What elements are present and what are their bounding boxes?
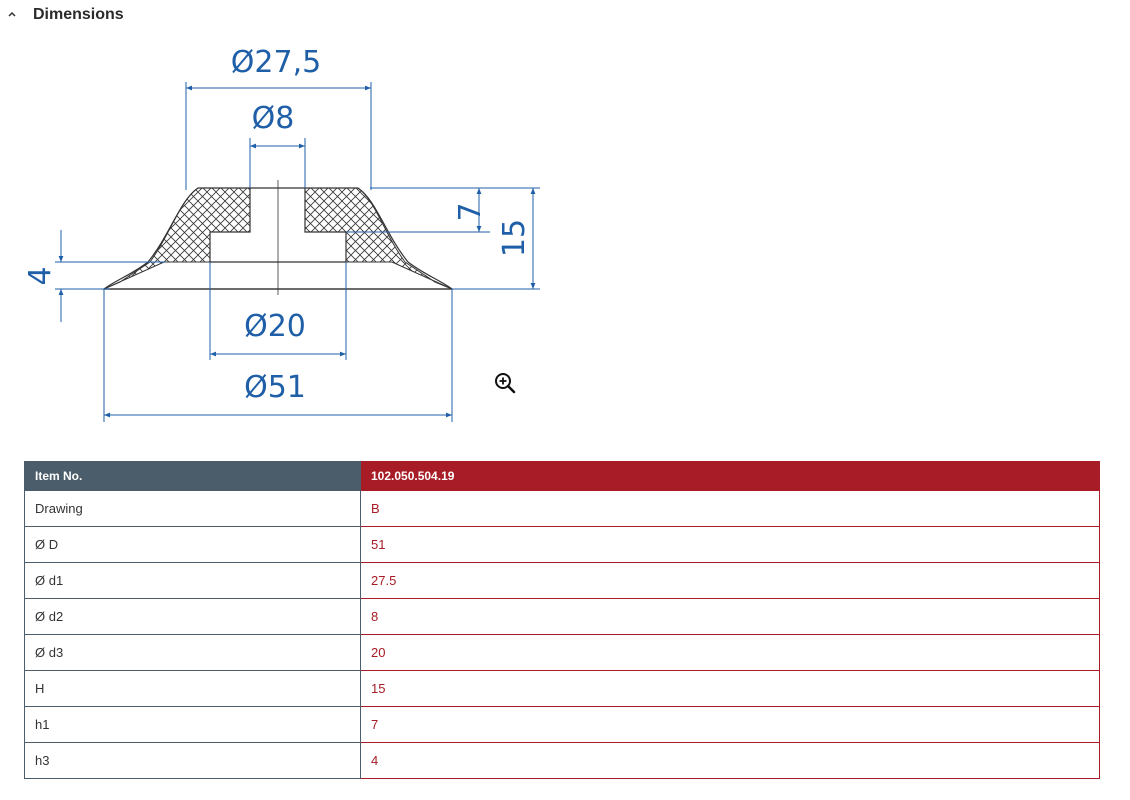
- row-key: Ø d1: [24, 562, 361, 599]
- row-key: h3: [24, 742, 361, 779]
- row-key: Drawing: [24, 490, 361, 527]
- row-value: 8: [360, 598, 1100, 635]
- table-row: H 15: [24, 670, 1100, 707]
- table-header-key: Item No.: [24, 461, 361, 491]
- dim-label-H: 15: [497, 219, 532, 257]
- dim-label-D: Ø51: [244, 370, 306, 405]
- dimension-lines: [55, 82, 540, 422]
- row-value: 7: [360, 706, 1100, 743]
- row-value: 27.5: [360, 562, 1100, 599]
- chevron-up-icon: [8, 11, 16, 17]
- table-row: h1 7: [24, 706, 1100, 743]
- row-value: 51: [360, 526, 1100, 563]
- dimensions-table: Item No. 102.050.504.19 Drawing B Ø D 51…: [24, 461, 1100, 779]
- section-title: Dimensions: [33, 6, 124, 23]
- row-key: h1: [24, 706, 361, 743]
- table-row: Drawing B: [24, 490, 1100, 527]
- row-key: Ø d2: [24, 598, 361, 635]
- zoom-in-icon[interactable]: [493, 371, 517, 395]
- dim-label-d2: Ø8: [252, 101, 295, 136]
- row-value: 15: [360, 670, 1100, 707]
- table-row: Ø d1 27.5: [24, 562, 1100, 599]
- table-row: Ø d2 8: [24, 598, 1100, 635]
- dim-label-h3: 4: [23, 266, 58, 285]
- dim-label-d3: Ø20: [244, 309, 306, 344]
- table-row: Ø D 51: [24, 526, 1100, 563]
- row-value: 20: [360, 634, 1100, 671]
- suction-cup-drawing: Ø27,5 Ø8 Ø20 Ø51 7 15 4: [23, 45, 540, 422]
- row-key: Ø D: [24, 526, 361, 563]
- dim-label-d1: Ø27,5: [231, 45, 321, 80]
- table-row: h3 4: [24, 742, 1100, 779]
- row-value: 4: [360, 742, 1100, 779]
- table-header-value: 102.050.504.19: [360, 461, 1100, 491]
- row-key: H: [24, 670, 361, 707]
- row-value: B: [360, 490, 1100, 527]
- table-row: Ø d3 20: [24, 634, 1100, 671]
- dim-label-h1: 7: [453, 202, 488, 221]
- table-header-row: Item No. 102.050.504.19: [24, 461, 1100, 491]
- row-key: Ø d3: [24, 634, 361, 671]
- suction-cup-body: [102, 180, 454, 295]
